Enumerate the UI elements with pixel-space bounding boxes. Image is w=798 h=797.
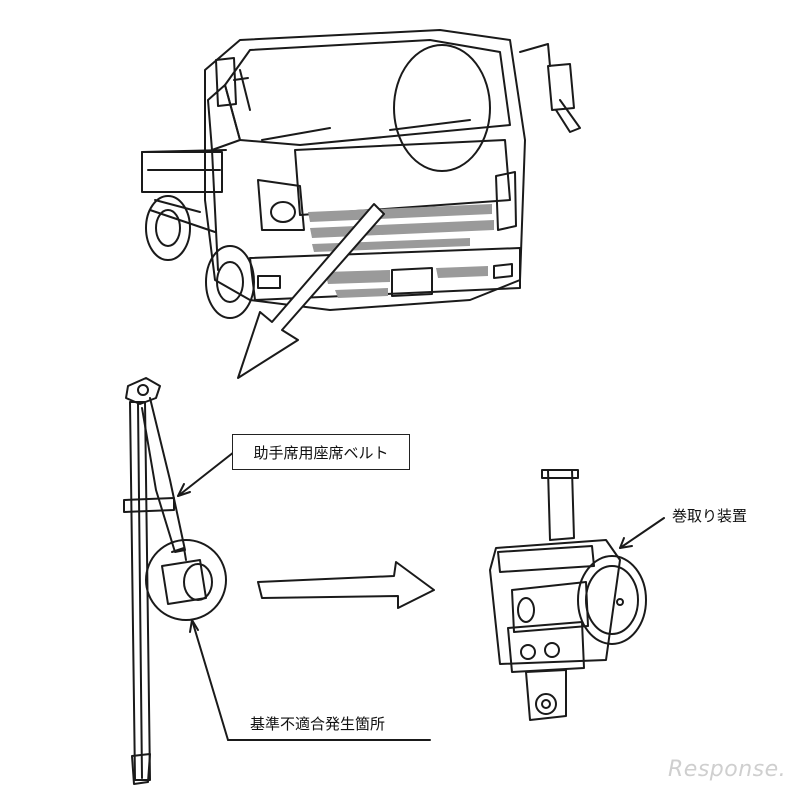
- magnify-circle: [393, 44, 491, 172]
- pointer-retractor: [619, 517, 665, 549]
- arrow: [257, 561, 435, 609]
- seat-belt-illustration: [123, 377, 227, 785]
- retractor-illustration: [489, 469, 647, 721]
- label-retractor: 巻取り装置: [672, 507, 748, 525]
- pointer-defect: [191, 619, 229, 741]
- response-logo: Response.: [668, 757, 787, 782]
- label-defect-location: 基準不適合発生箇所: [250, 715, 386, 733]
- truck-illustration: [141, 29, 581, 319]
- arrow: [237, 203, 385, 379]
- label-seat-belt: 助手席用座席ベルト: [232, 434, 410, 470]
- pointer-belt: [177, 451, 235, 497]
